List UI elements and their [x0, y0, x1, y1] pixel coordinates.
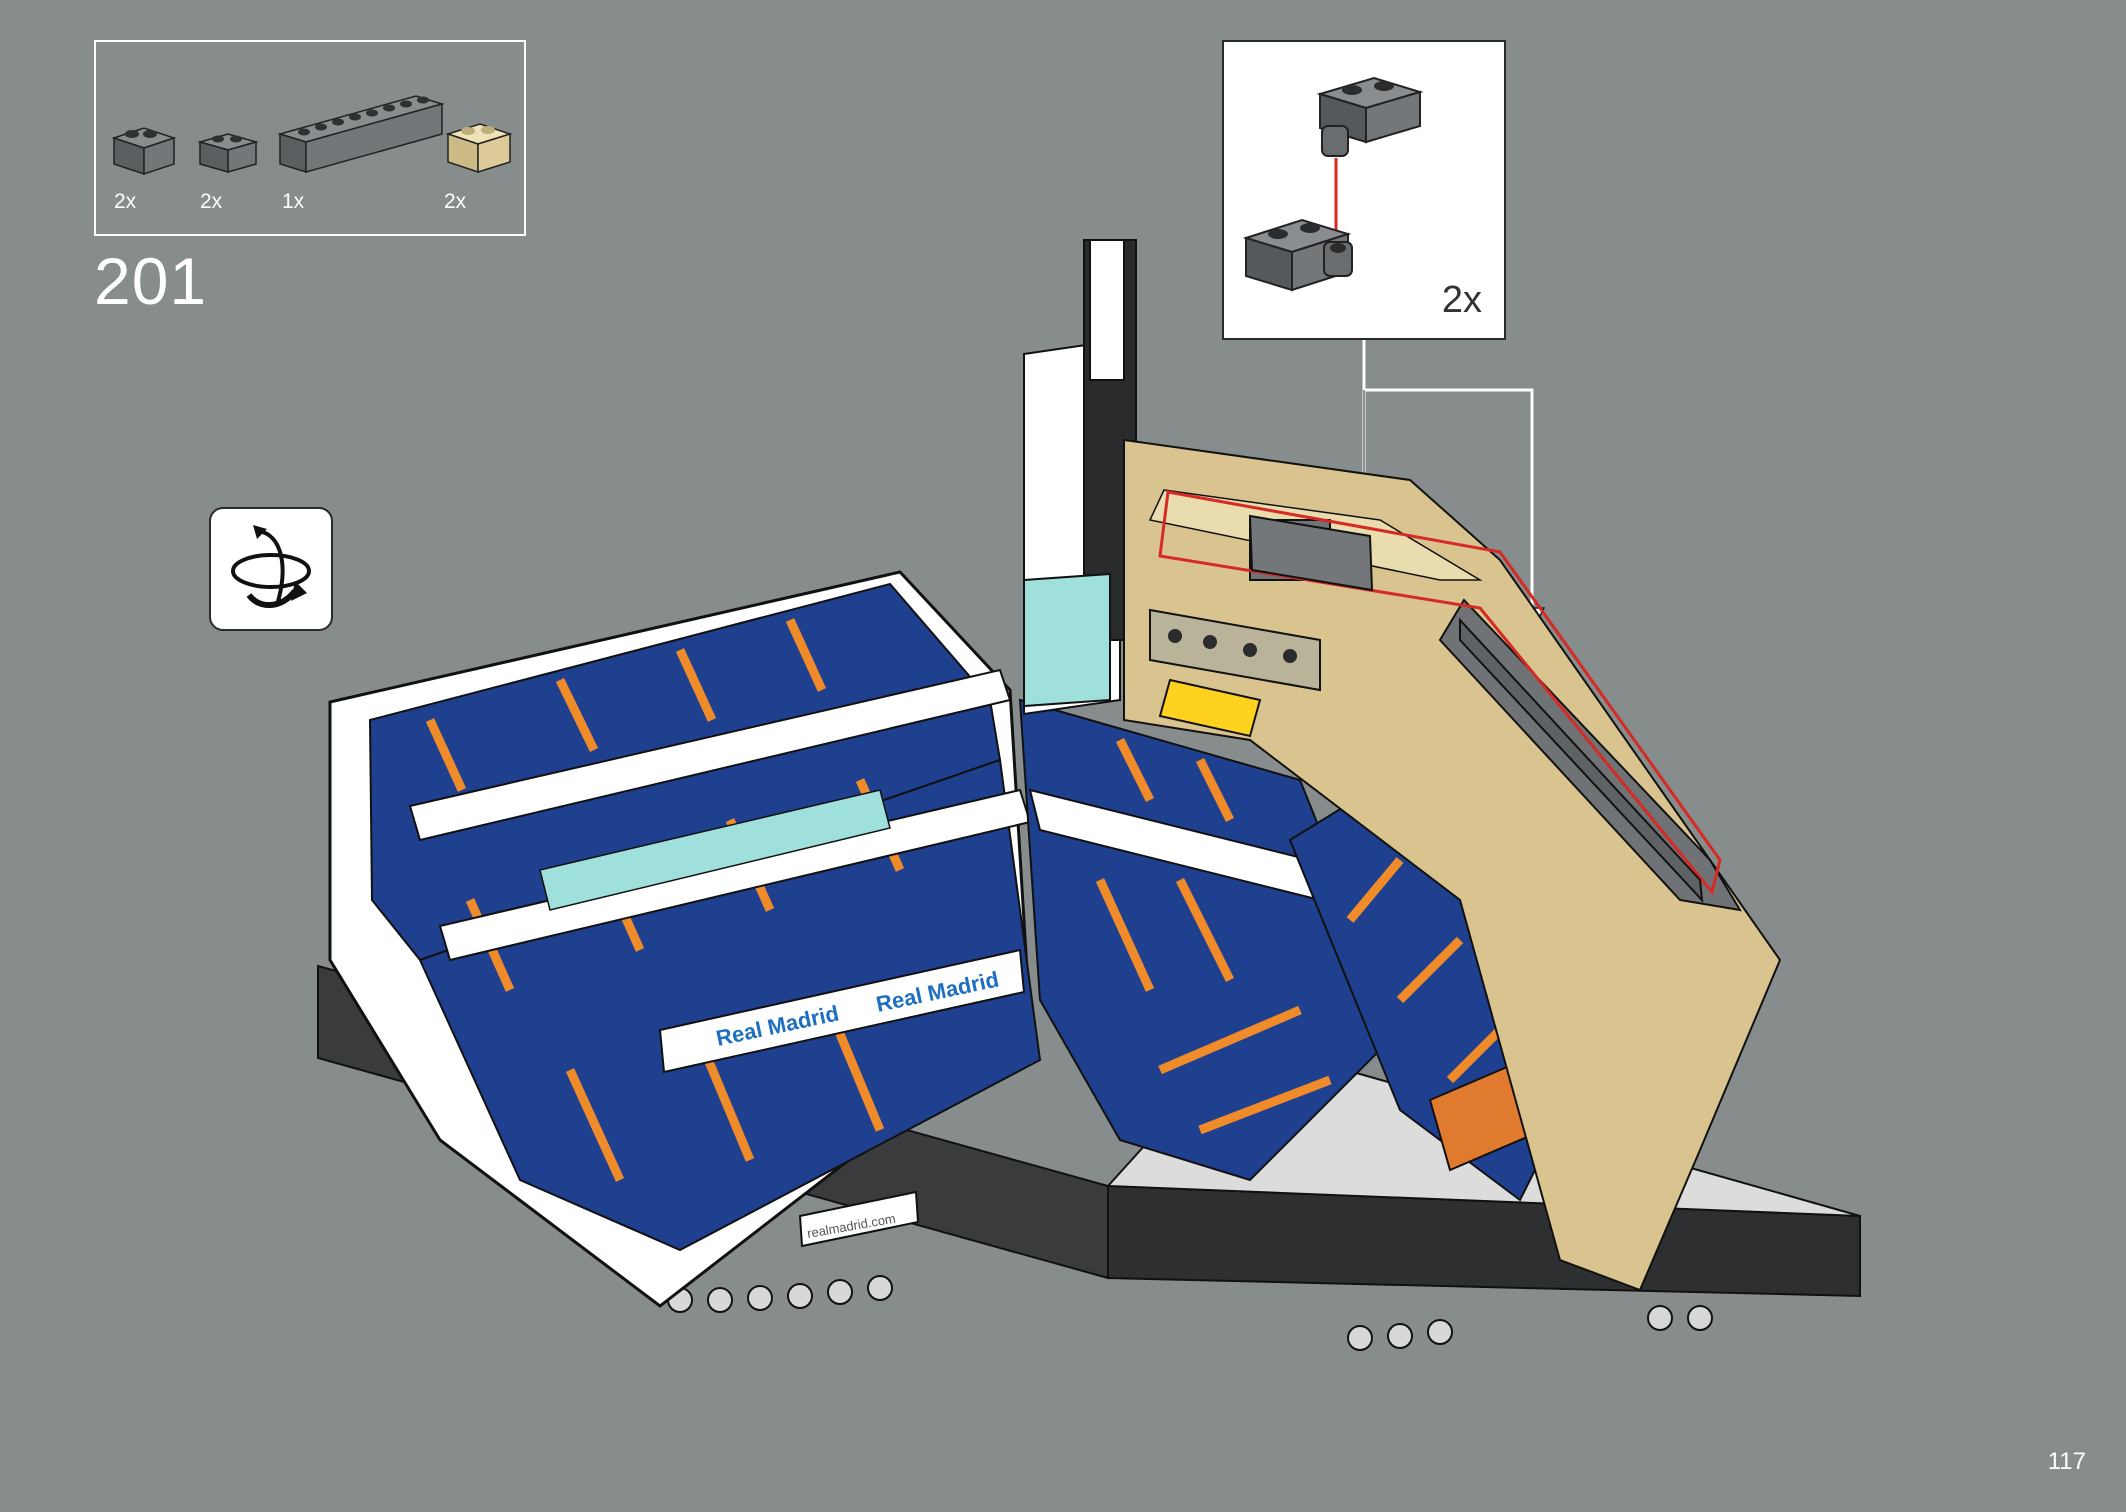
parts-list-callout: 2x 2x 1x 2x	[94, 40, 526, 236]
sub-assembly-callout: 2x	[1222, 40, 1506, 340]
part-qty: 2x	[200, 190, 223, 213]
part-qty: 1x	[282, 190, 305, 213]
long-brick-icon	[277, 95, 445, 174]
hinge-brick-icon	[111, 127, 177, 176]
sub-assembly-diagram	[1242, 76, 1424, 292]
rotate-model-icon	[209, 507, 333, 631]
page-number: 117	[2047, 1448, 2086, 1475]
submodel-quantity: 2x	[1441, 279, 1482, 321]
hinge-plate-icon	[197, 133, 259, 173]
tan-brick-icon	[445, 123, 513, 174]
step-number: 201	[94, 244, 208, 318]
part-qty: 2x	[114, 190, 137, 213]
part-qty: 2x	[444, 190, 467, 213]
